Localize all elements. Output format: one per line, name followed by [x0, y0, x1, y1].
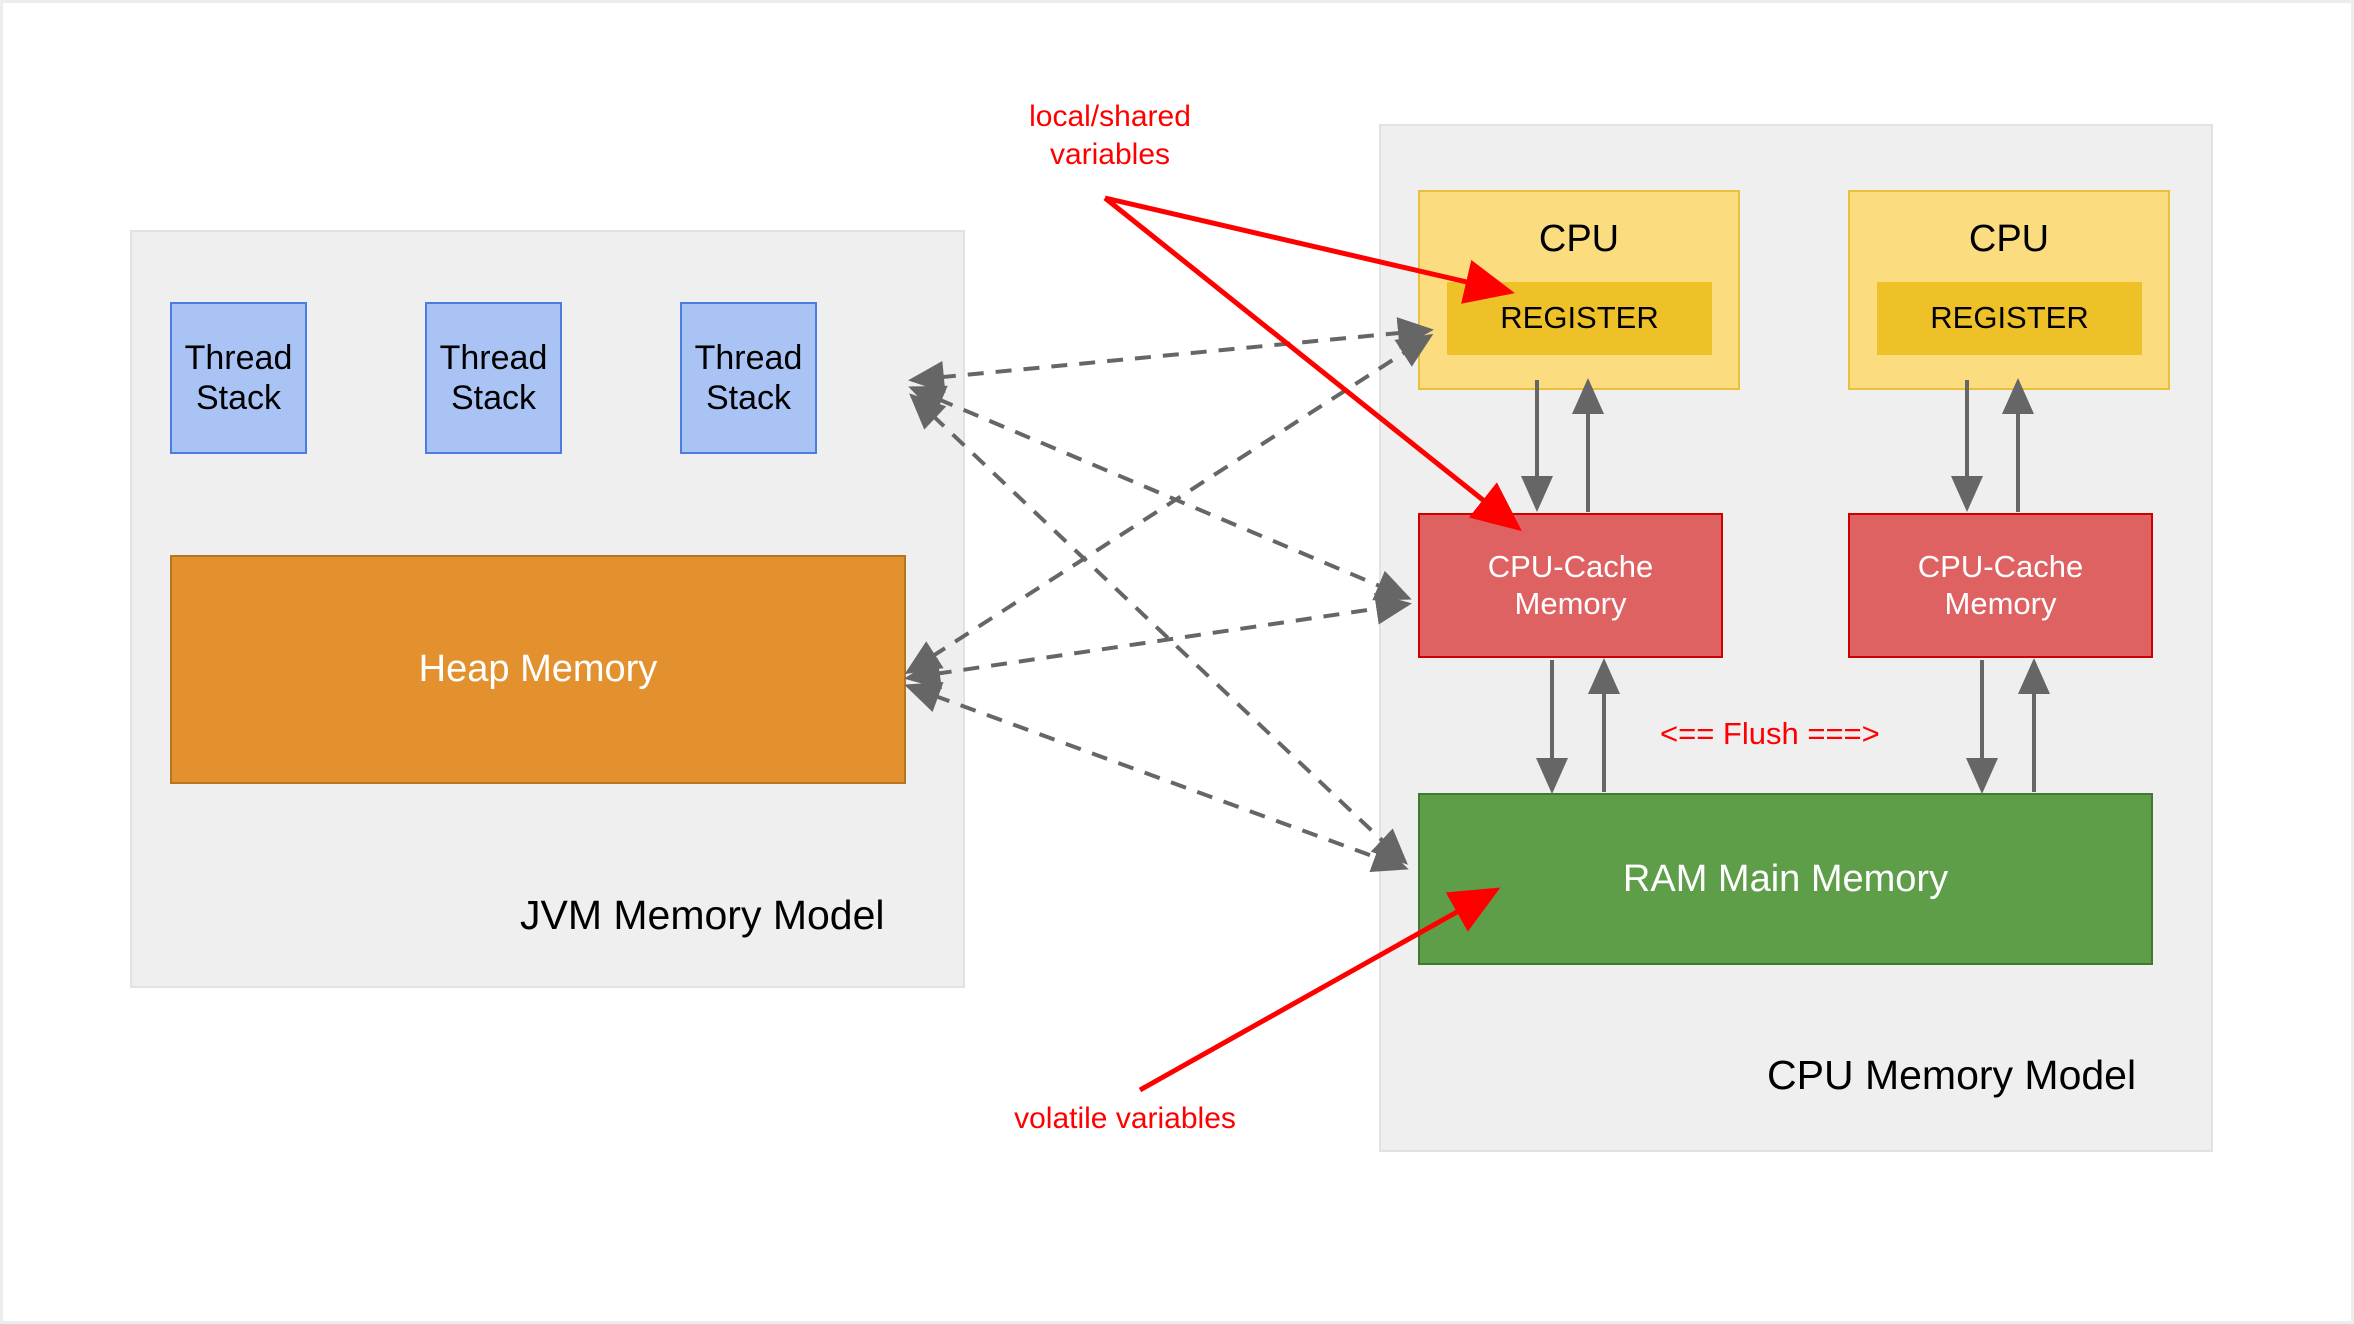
annotation-local-shared-variables: local/shared variables: [1029, 100, 1191, 171]
thread-stack-label-3: Thread Stack: [694, 338, 803, 417]
connector-heap-to-register: [904, 333, 1434, 675]
ram-main-memory-label: RAM Main Memory: [1622, 857, 1949, 900]
cpu-memory-model-title: CPU Memory Model: [1767, 1052, 2137, 1098]
connector-heap-to-cache: [904, 592, 1412, 690]
cpu-cache-memory-box-1[interactable]: CPU-Cache Memory: [1418, 513, 1723, 658]
annotation-volatile-variables: volatile variables: [1014, 1102, 1236, 1135]
annotation-flush: <== Flush ===>: [1660, 716, 1880, 751]
heap-memory-label: Heap Memory: [418, 648, 658, 691]
heap-memory-box[interactable]: Heap Memory: [170, 555, 906, 784]
cpu-label-2: CPU: [1968, 218, 2050, 260]
connector-threadstack-to-register: [908, 317, 1434, 393]
thread-stack-label-2: Thread Stack: [439, 338, 548, 417]
thread-stack-box-2[interactable]: Thread Stack: [425, 302, 562, 454]
thread-stack-box-3[interactable]: Thread Stack: [680, 302, 817, 454]
thread-stack-label-1: Thread Stack: [184, 338, 293, 417]
connector-heap-to-ram: [904, 681, 1409, 873]
cpu-cache-memory-box-2[interactable]: CPU-Cache Memory: [1848, 513, 2153, 658]
thread-stack-box-1[interactable]: Thread Stack: [170, 302, 307, 454]
register-box-1[interactable]: REGISTER: [1447, 282, 1712, 355]
register-box-2[interactable]: REGISTER: [1877, 282, 2142, 355]
cpu-cache-memory-label-1: CPU-Cache Memory: [1487, 548, 1654, 621]
cpu-cache-memory-label-2: CPU-Cache Memory: [1917, 548, 2084, 621]
jvm-memory-model-title: JVM Memory Model: [520, 892, 885, 938]
connector-threadstack-to-ram: [909, 393, 1408, 865]
register-label-2: REGISTER: [1930, 300, 2089, 336]
register-label-1: REGISTER: [1500, 300, 1659, 336]
ram-main-memory-box[interactable]: RAM Main Memory: [1418, 793, 2153, 965]
cpu-label-1: CPU: [1538, 218, 1620, 260]
connector-threadstack-to-cache: [908, 385, 1412, 601]
